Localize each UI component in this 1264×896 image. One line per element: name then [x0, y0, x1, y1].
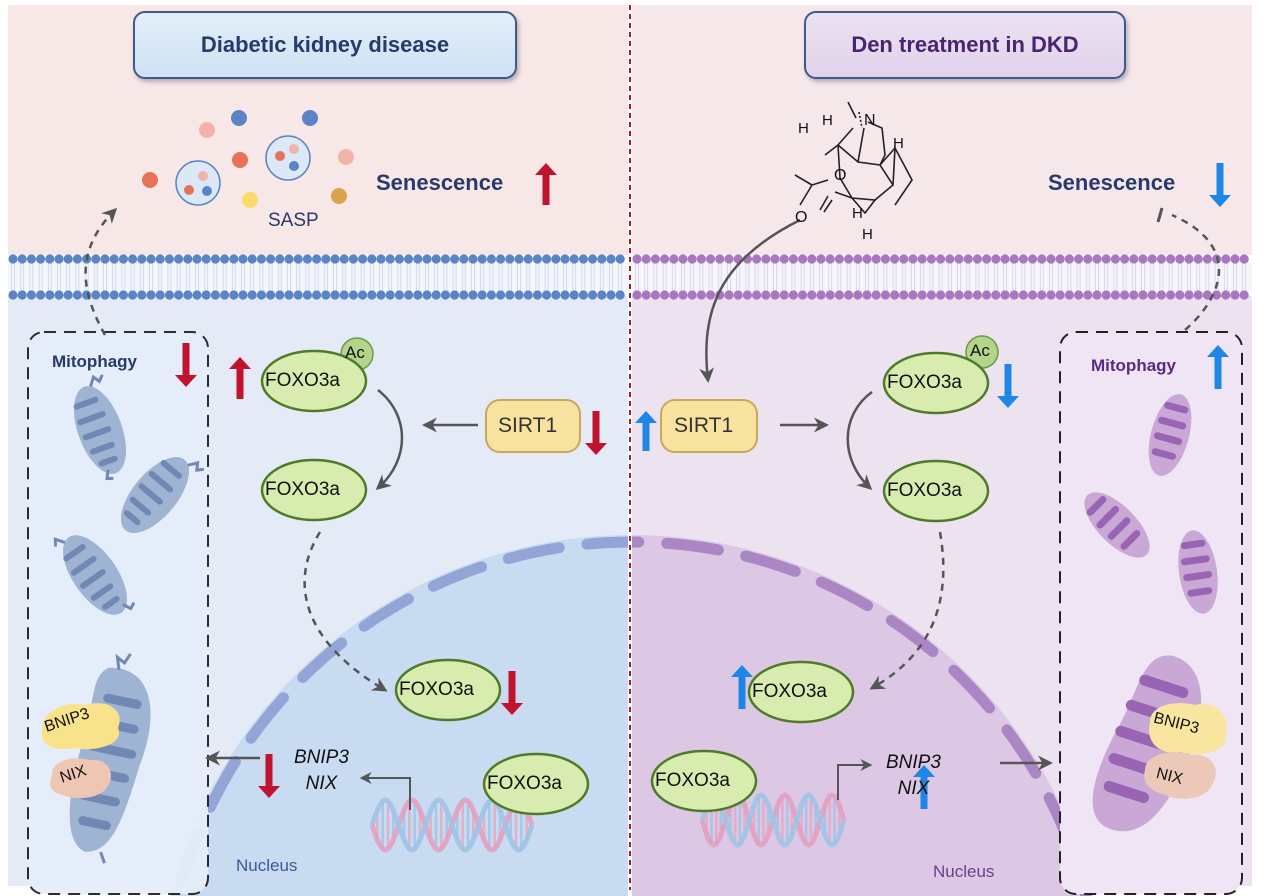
atom-h: H: [852, 205, 863, 222]
right-foxo3a-acetylated-label: FOXO3a: [887, 372, 962, 393]
right-acetylated-foxo3a-trend-arrow: [997, 364, 1019, 408]
left-mitophagy-trend-arrow: [175, 343, 197, 387]
right-foxo3a-acetylated: [882, 351, 990, 415]
right-mitophagy-label: Mitophagy: [1091, 356, 1176, 375]
left-gene-bnip3: BNIP3: [294, 747, 349, 768]
den-molecule-structure: [794, 101, 913, 215]
right-foxo3a-dna-label: FOXO3a: [655, 770, 730, 791]
right-sirt1-trend-arrow: [635, 411, 657, 451]
inhibition-bar: [1156, 207, 1164, 223]
left-foxo3a-acetylated-label: FOXO3a: [265, 370, 340, 391]
left-sirt1-box: [485, 399, 581, 453]
right-gene-bnip3: BNIP3: [886, 752, 941, 773]
atom-o-ring: O: [834, 167, 847, 184]
atom-o-carbonyl: O: [795, 209, 808, 226]
left-panel-title-text: Diabetic kidney disease: [200, 32, 450, 57]
left-nix-receptor: [50, 758, 111, 799]
left-mitophagy-label: Mitophagy: [52, 352, 137, 371]
left-dna-helix: [369, 797, 535, 853]
right-nuclear-import-arrow: [869, 531, 945, 690]
den-to-sirt1-arrow: [699, 218, 801, 383]
right-panel-title: Den treatment in DKD: [804, 11, 1126, 79]
right-deacetylation-arrow: [846, 390, 873, 491]
right-foxo3a-deacetylated-label: FOXO3a: [887, 480, 962, 501]
right-cell-membrane: [632, 254, 1252, 300]
left-nucleus-label: Nucleus: [236, 856, 298, 875]
right-nuclear-foxo3a-trend-arrow: [731, 665, 753, 709]
right-senescence-dashed-inhibition: [1171, 213, 1221, 331]
left-gene-labels: BNIP3 NIX: [294, 745, 349, 797]
left-nuclear-import-arrow: [303, 531, 388, 692]
left-senescence-label: Senescence: [376, 170, 504, 195]
right-gene-labels: BNIP3 NIX: [886, 750, 941, 802]
left-foxo3a-deacetylated-label: FOXO3a: [265, 479, 340, 500]
right-senescence-trend-arrow: [1209, 163, 1231, 207]
left-sasp-dashed-arrow: [84, 207, 118, 336]
sasp-vesicle: [175, 160, 221, 206]
right-bnip3-receptor: [1149, 703, 1227, 755]
sasp-label: SASP: [268, 210, 319, 231]
atom-h: H: [798, 120, 809, 137]
atom-h: H: [862, 226, 873, 243]
left-gene-nix: NIX: [305, 773, 338, 794]
atom-n: N: [864, 112, 876, 129]
left-deacetylation-arrow: [375, 389, 404, 490]
left-foxo3a-nuclear: [394, 658, 502, 722]
left-transcription-arrow: [359, 772, 411, 810]
left-sirt1-label: SIRT1: [498, 414, 558, 437]
right-foxo3a-deacetylated: [882, 459, 990, 523]
right-foxo3a-dna-bound: [650, 749, 758, 813]
left-foxo3a-deacetylated: [260, 458, 368, 522]
right-gene-nix: NIX: [897, 778, 930, 799]
left-cell-membrane: [8, 254, 629, 300]
left-genes-trend-arrow: [258, 754, 280, 798]
right-foxo3a-nuclear: [747, 660, 855, 724]
right-mitophagy-trend-arrow: [1207, 345, 1229, 389]
sasp-particles: [142, 110, 354, 208]
right-foxo3a-nuclear-label: FOXO3a: [752, 681, 827, 702]
right-ac-label: Ac: [970, 341, 990, 360]
right-sirt1-label: SIRT1: [674, 414, 734, 437]
left-bnip3-receptor: [41, 703, 120, 750]
left-senescence-trend-arrow: [535, 163, 557, 205]
sasp-vesicle: [265, 135, 311, 181]
right-nix-receptor: [1144, 752, 1216, 799]
left-foxo3a-dna-label: FOXO3a: [487, 773, 562, 794]
atom-h: H: [893, 135, 904, 152]
left-foxo3a-acetylated: [260, 349, 368, 413]
left-sirt1-trend-arrow: [585, 411, 607, 455]
right-transcription-arrow: [837, 759, 873, 800]
left-foxo3a-nuclear-label: FOXO3a: [399, 679, 474, 700]
left-panel-title: Diabetic kidney disease: [133, 11, 517, 79]
left-nuclear-foxo3a-trend-arrow: [501, 671, 523, 715]
right-senescence-label: Senescence: [1048, 170, 1176, 195]
right-nucleus-label: Nucleus: [933, 862, 995, 881]
right-genes-trend-arrow: [913, 765, 935, 809]
left-foxo3a-dna-bound: [482, 752, 590, 816]
right-panel-title-text: Den treatment in DKD: [851, 32, 1079, 57]
left-acetylated-foxo3a-trend-arrow: [229, 357, 251, 399]
right-sirt1-box: [660, 399, 758, 453]
atom-h: H: [822, 112, 833, 129]
left-ac-label: Ac: [345, 343, 365, 362]
